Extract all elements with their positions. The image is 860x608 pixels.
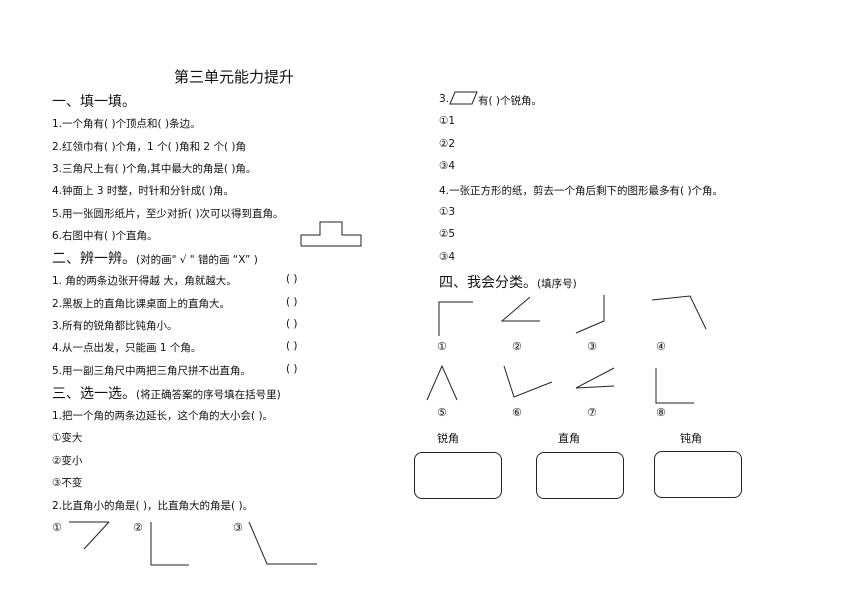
choice-q4-option-1[interactable]: ①3: [439, 206, 456, 218]
classify-label-1: ①: [437, 340, 447, 353]
choice-q3-prefix: 3.: [439, 93, 450, 105]
choice-q4: 4.一张正方形的纸，剪去一个角后剩下的图形最多有( )个角。: [439, 185, 724, 197]
choice-q4-option-2[interactable]: ②5: [439, 228, 456, 240]
section4-heading-wrap: 四、我会分类。(填序号): [439, 272, 577, 292]
section2-heading: 二、辨一辨。: [52, 251, 136, 267]
classify-angle-8: [655, 368, 694, 404]
choice-q2-label-3: ③: [233, 521, 243, 534]
section2-note: (对的画" √ " 错的画 “X” ): [136, 254, 258, 266]
classify-label-8: ⑧: [656, 406, 666, 419]
classify-angle-4: [651, 295, 707, 330]
classify-angle-3: [575, 295, 605, 334]
section4-note: (填序号): [537, 278, 577, 290]
angle-figure-acute: [69, 521, 110, 550]
classify-angle-7: [575, 367, 615, 389]
section3-heading: 三、选一选。: [52, 386, 136, 402]
choice-q2-label-2: ②: [133, 521, 143, 534]
classify-label-6: ⑥: [512, 406, 522, 419]
section2-heading-wrap: 二、辨一辨。(对的画" √ " 错的画 “X” ): [52, 248, 258, 268]
choice-q1-option-1[interactable]: ①变大: [52, 432, 83, 444]
section1-item-5: 5.用一张圆形纸片，至少对折( )次可以得到直角。: [52, 208, 284, 220]
classify-angle-1: [438, 301, 473, 336]
classify-angle-5: [426, 364, 458, 401]
choice-q3-option-1[interactable]: ①1: [439, 115, 456, 127]
classify-label-5: ⑤: [437, 406, 447, 419]
category-acute-box[interactable]: [414, 452, 502, 499]
choice-q2-label-1: ①: [52, 521, 62, 534]
section1-item-6: 6.右图中有( )个直角。: [52, 230, 158, 242]
choice-q3-option-3[interactable]: ③4: [439, 160, 456, 172]
judge-item-4: 4.从一点出发，只能画 1 个角。: [52, 342, 202, 354]
judge-bracket-2[interactable]: ( ): [286, 296, 298, 308]
choice-q4-option-3[interactable]: ③4: [439, 251, 456, 263]
classify-angle-6: [503, 365, 553, 398]
judge-bracket-3[interactable]: ( ): [286, 318, 298, 330]
category-right-box[interactable]: [536, 452, 624, 499]
judge-bracket-1[interactable]: ( ): [286, 273, 298, 285]
judge-item-3: 3.所有的锐角都比钝角小。: [52, 320, 178, 332]
category-obtuse-box[interactable]: [654, 451, 742, 498]
section3-note: (将正确答案的序号填在括号里): [136, 389, 281, 401]
judge-item-2: 2.黑板上的直角比课桌面上的直角大。: [52, 298, 231, 310]
angle-figure-right: [150, 522, 189, 566]
classify-angle-2: [500, 296, 540, 322]
classify-label-4: ④: [656, 340, 666, 353]
classify-label-2: ②: [512, 340, 522, 353]
choice-q2: 2.比直角小的角是( )，比直角大的角是( )。: [52, 500, 254, 512]
category-right-label: 直角: [558, 432, 580, 445]
section3-heading-wrap: 三、选一选。(将正确答案的序号填在括号里): [52, 383, 281, 403]
judge-item-1: 1. 角的两条边张开得越 大，角就越大。: [52, 275, 237, 287]
category-obtuse-label: 钝角: [680, 432, 702, 445]
section4-heading: 四、我会分类。: [439, 275, 537, 291]
judge-bracket-4[interactable]: ( ): [286, 340, 298, 352]
choice-q1: 1.把一个角的两条边延长，这个角的大小会( )。: [52, 410, 274, 422]
choice-q3-text: 有( )个锐角。: [478, 95, 543, 107]
section1-item-1: 1.一个角有( )个顶点和( )条边。: [52, 118, 201, 130]
section1-item-3: 3.三角尺上有( )个角,其中最大的角是( )角。: [52, 163, 257, 175]
section1-heading: 一、填一填。: [52, 94, 136, 110]
classify-label-7: ⑦: [587, 406, 597, 419]
section1-item-2: 2.红领巾有( )个角，1 个( )角和 2 个( )角: [52, 141, 246, 153]
judge-bracket-5[interactable]: ( ): [286, 363, 298, 375]
choice-q1-option-2[interactable]: ②变小: [52, 455, 83, 467]
choice-q3-option-2[interactable]: ②2: [439, 138, 456, 150]
classify-label-3: ③: [587, 340, 597, 353]
angle-figure-obtuse: [248, 521, 317, 565]
section1-item-4: 4.钟面上 3 时整，时针和分针成( )角。: [52, 185, 234, 197]
judge-item-5: 5.用一副三角尺中两把三角尺拼不出直角。: [52, 365, 252, 377]
category-acute-label: 锐角: [437, 432, 459, 445]
right-angle-shape-figure: [300, 221, 362, 247]
page-title: 第三单元能力提升: [174, 68, 295, 86]
parallelogram-figure: [449, 91, 478, 105]
choice-q1-option-3[interactable]: ③不变: [52, 477, 83, 489]
